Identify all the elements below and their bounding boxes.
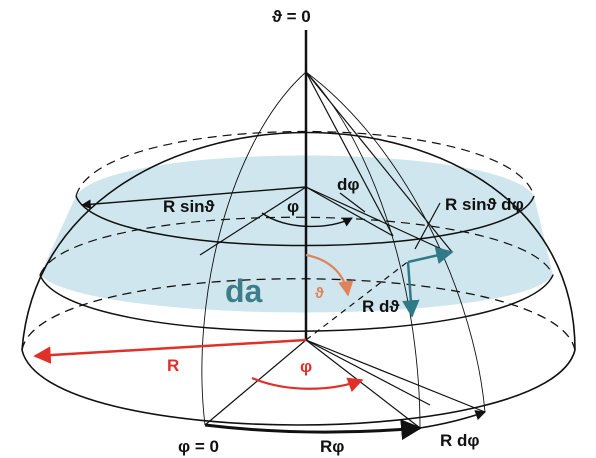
phi-bottom-arc [251,376,364,393]
axis-to-latitude-point [305,71,394,237]
base-ellipse-front [21,349,576,426]
r-sin-theta-dphi-arrow [407,246,454,265]
side-slant-line [305,186,451,254]
base-line-left [204,339,307,426]
dphi-top-arc [261,212,353,228]
label-dphi-top: dφ [337,175,360,194]
label-theta: ϑ [315,285,324,302]
label-r-sin-theta-dphi: R sinϑ dφ [445,195,524,214]
label-r-phi: Rφ [320,437,344,456]
base-line-2 [305,339,486,413]
dphi-pointer [339,192,366,213]
meridian-phi-dphi [305,71,486,413]
label-phi-bottom: φ [300,357,312,376]
label-r-dphi: R dφ [440,431,480,450]
radius-arrow [33,338,307,364]
label-radius: R [167,356,179,375]
lower-latitude-front [39,274,554,332]
meridian-phi-zero [201,71,307,426]
top-center-to-back [199,186,307,256]
lower-latitude-back [39,216,554,276]
base-line-1 [305,339,421,429]
axis-to-dphi-point [305,71,453,253]
base-ellipse-back [21,278,576,351]
label-da: da [225,273,263,309]
r-dtheta-arrow [402,261,420,318]
surface-band [40,155,553,313]
label-phi-zero: φ = 0 [178,437,219,456]
top-center-to-front [305,186,394,237]
base-line-3 [305,339,431,406]
r-dphi-arc [419,410,486,429]
r-phi-arc [204,419,423,441]
label-phi-top: φ [287,197,299,216]
label-theta-zero: ϑ = 0 [272,7,311,26]
theta-arc [305,253,354,297]
r-sin-theta-arrow [81,186,307,210]
label-r-sin-theta: R sinϑ [163,197,215,216]
r-sin-theta-dphi-leader [414,202,441,250]
label-r-dtheta: R dϑ [362,297,399,316]
